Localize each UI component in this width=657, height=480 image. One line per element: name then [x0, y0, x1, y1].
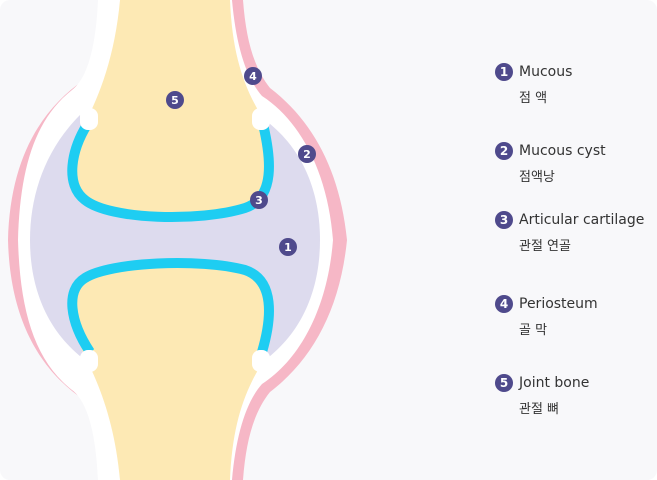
legend-label-ko: 관절 연골 [519, 239, 571, 254]
legend-label-en: Articular cartilage [519, 212, 645, 228]
legend-label-ko: 점액낭 [519, 170, 555, 185]
svg-text:1: 1 [284, 241, 292, 254]
legend-label-en: Mucous [519, 64, 573, 80]
legend-label-ko: 관절 뼈 [519, 402, 560, 417]
marker-3: 3 [250, 191, 268, 209]
legend-label-ko: 점 액 [519, 91, 548, 106]
legend-number: 1 [495, 63, 513, 81]
marker-2: 2 [298, 145, 316, 163]
legend-item-mucous: 1 Mucous 점 액 [495, 62, 572, 106]
legend-item-mucous-cyst: 2 Mucous cyst 점액낭 [495, 141, 606, 185]
articular-cartilage-upper [67, 117, 274, 223]
legend-label-en: Mucous cyst [519, 143, 606, 159]
capsule-tip [252, 350, 270, 372]
marker-5: 5 [166, 91, 184, 109]
capsule-tip [80, 108, 98, 130]
legend-number: 5 [495, 374, 513, 392]
marker-4: 4 [244, 67, 262, 85]
joint-bone-lower [73, 260, 271, 480]
legend-item-joint-bone: 5 Joint bone 관절 뼈 [495, 373, 589, 417]
svg-text:2: 2 [303, 148, 311, 161]
legend-number: 4 [495, 295, 513, 313]
svg-text:5: 5 [171, 94, 179, 107]
joint-bone-upper [73, 0, 271, 218]
capsule-tip [252, 108, 270, 130]
legend-item-periosteum: 4 Periosteum 골 막 [495, 294, 598, 338]
legend-label-en: Periosteum [519, 296, 598, 312]
legend-number: 2 [495, 142, 513, 160]
legend-label-ko: 골 막 [519, 323, 548, 338]
legend-item-articular-cartilage: 3 Articular cartilage 관절 연골 [495, 210, 644, 254]
svg-text:4: 4 [249, 70, 257, 83]
marker-1: 1 [279, 238, 297, 256]
svg-text:3: 3 [255, 194, 263, 207]
legend-number: 3 [495, 211, 513, 229]
capsule-tip [80, 350, 98, 372]
articular-cartilage-lower [67, 258, 274, 355]
legend-label-en: Joint bone [519, 375, 590, 391]
